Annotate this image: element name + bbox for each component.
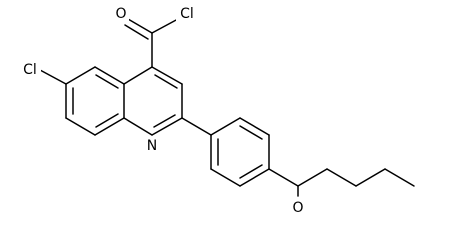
bond-c-cl <box>151 18 179 34</box>
bond-c4-c3-inner <box>154 74 178 89</box>
atom-label-o-carbonyl-group: O <box>113 4 129 22</box>
bond-c5-c6 <box>65 66 96 85</box>
phenyl-ring <box>181 117 270 187</box>
chemical-structure: Cl N O Cl O <box>19 4 415 216</box>
bond-c-o-double-b <box>124 24 149 40</box>
benzo-ring <box>39 66 125 136</box>
atom-label-cl-ring: Cl <box>23 62 37 78</box>
bond-ph4-o <box>268 168 299 187</box>
bond-ch2-ch3 <box>384 168 415 187</box>
atom-label-cl-acyl-group: Cl <box>176 4 198 22</box>
bond-ph1-ph2 <box>210 117 241 136</box>
bond-ph5-ph6 <box>210 168 241 187</box>
acyl-chloride-group <box>124 18 179 68</box>
atom-label-cl-acyl: Cl <box>180 6 194 22</box>
bond-ph2-ph3 <box>239 117 270 136</box>
atom-label-n: N <box>147 138 157 154</box>
bond-ch2-ch2 <box>326 168 357 187</box>
pyridine-ring <box>123 66 183 136</box>
bond-c2-phenyl <box>181 117 212 136</box>
bond-c4a-c4 <box>123 66 153 85</box>
bond-c6-cl <box>39 69 67 85</box>
bond-c4a-c5-inner <box>95 74 119 89</box>
bond-c8-c8a <box>94 117 125 136</box>
atom-label-cl-ring-group: Cl <box>19 60 41 78</box>
bond-c7-c8 <box>65 117 96 136</box>
bond-n1-c8a <box>123 117 153 136</box>
atom-label-o-ether-group: O <box>290 198 306 216</box>
bond-c4a-c5 <box>94 66 125 85</box>
atom-label-o-carbonyl: O <box>115 6 126 22</box>
bond-ch2-ch2-b <box>355 168 386 187</box>
bond-c2-n1 <box>151 117 183 136</box>
bond-ph4-ph5-inner <box>239 164 263 179</box>
bond-ph4-ph5 <box>239 168 270 187</box>
bond-c4-c3 <box>151 66 183 85</box>
bond-c-o-double-a <box>127 18 153 34</box>
atom-label-n-group: N <box>145 136 160 154</box>
atom-label-o-ether: O <box>292 200 303 216</box>
butoxy-chain <box>268 168 415 187</box>
bond-c2-n1-inner <box>153 114 176 128</box>
bond-o-ch2 <box>297 168 328 187</box>
bond-c8-c8a-inner <box>95 113 119 128</box>
bond-ph2-ph3-inner <box>239 125 263 140</box>
